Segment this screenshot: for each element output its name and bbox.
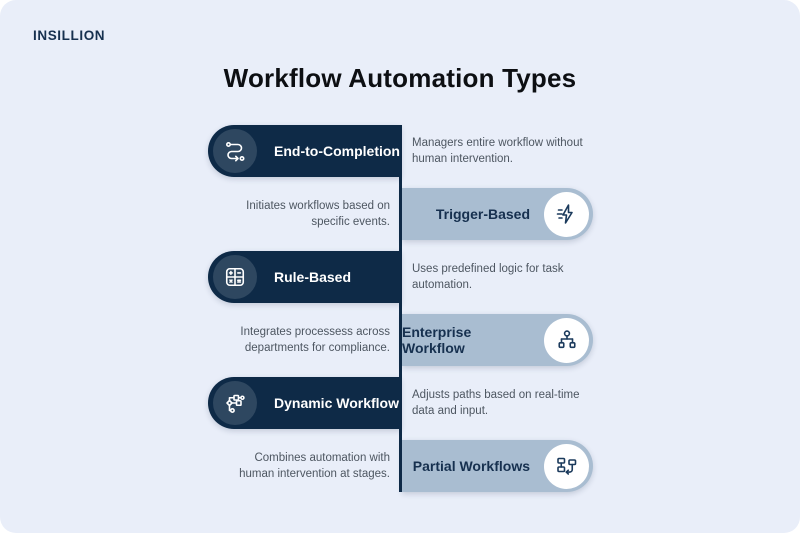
pill-label: Rule-Based bbox=[274, 269, 352, 285]
pill-label: Enterprise Workflow bbox=[402, 324, 472, 356]
row-description: Integrates processess across departments… bbox=[240, 325, 390, 354]
row-description: Uses predefined logic for task automatio… bbox=[412, 262, 564, 291]
row-description: Initiates workflows based on specific ev… bbox=[246, 199, 390, 228]
flowchart-icon bbox=[213, 381, 257, 425]
row-description: Adjusts paths based on real-time data an… bbox=[412, 388, 580, 417]
route-icon bbox=[213, 129, 257, 173]
org-chart-icon bbox=[544, 317, 589, 363]
row-description: Managers entire workflow without human i… bbox=[412, 136, 583, 165]
lightning-icon bbox=[544, 191, 589, 237]
page-title: Workflow Automation Types bbox=[223, 63, 577, 93]
insillion-logo: INSILLION bbox=[33, 28, 106, 43]
pill-label: Trigger-Based bbox=[435, 206, 530, 222]
center-divider-line bbox=[399, 125, 402, 492]
math-operations-icon bbox=[213, 255, 257, 299]
pill-end-to-completion: End-to-Completion bbox=[208, 125, 401, 177]
pill-trigger-based: Trigger-Based bbox=[402, 188, 593, 240]
pill-partial-workflows: Partial Workflows bbox=[402, 440, 593, 492]
pill-label: Dynamic Workflow bbox=[274, 395, 399, 411]
pill-dynamic-workflow: Dynamic Workflow bbox=[208, 377, 401, 429]
pill-rule-based: Rule-Based bbox=[208, 251, 401, 303]
pill-label: End-to-Completion bbox=[274, 143, 400, 159]
partial-workflow-icon bbox=[544, 443, 589, 489]
row-description: Combines automation with human intervent… bbox=[239, 451, 390, 480]
pill-enterprise-workflow: Enterprise Workflow bbox=[402, 314, 593, 366]
pill-label: Partial Workflows bbox=[412, 458, 530, 474]
